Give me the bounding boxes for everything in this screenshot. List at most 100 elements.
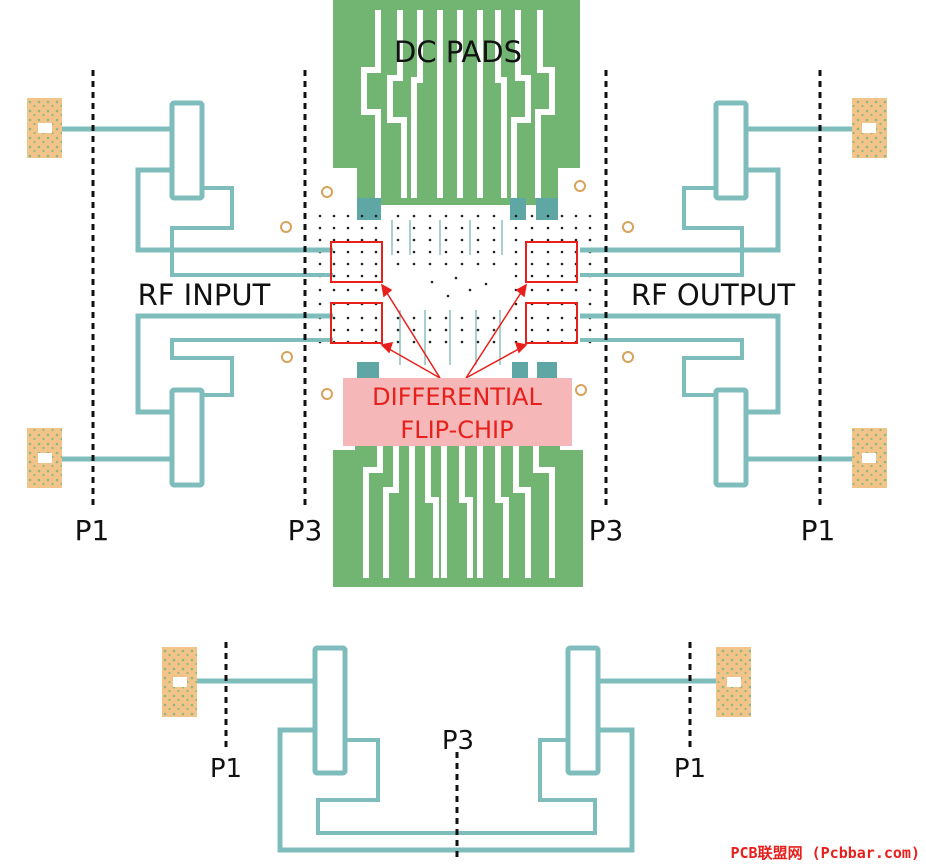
bump-dot <box>444 250 448 254</box>
bump-dot <box>332 262 336 266</box>
rf-traces <box>50 100 866 488</box>
bump-dot <box>476 250 480 254</box>
bump-dot <box>346 238 350 242</box>
bump-dot <box>346 288 350 292</box>
bottom-p1-right-label: P1 <box>674 754 706 784</box>
bump-dot <box>374 316 378 320</box>
bump-dot <box>492 316 496 320</box>
bump-dot <box>396 340 400 344</box>
bump-dot <box>332 316 336 320</box>
bump-dot <box>360 288 364 292</box>
bump-dot <box>428 214 432 218</box>
bump-dot <box>588 238 592 242</box>
bump-dot <box>360 226 364 230</box>
bump-dot <box>546 250 550 254</box>
bump-dot <box>396 226 400 230</box>
bump-dot <box>444 214 448 218</box>
bump-dot <box>360 214 364 218</box>
bump-dot <box>412 214 416 218</box>
bump-dot <box>318 328 322 332</box>
bump-dot <box>396 238 400 242</box>
bump-dot <box>346 316 350 320</box>
bump-dot <box>444 340 448 344</box>
bump-dot <box>428 226 432 230</box>
bump-dot <box>476 262 480 266</box>
port-p1-left-label: P1 <box>75 514 110 547</box>
bump-dot <box>346 274 350 278</box>
rf-pads <box>27 98 887 488</box>
bump-dot <box>444 262 448 266</box>
bump-dot <box>514 274 518 278</box>
rf-input-label: RF INPUT <box>138 278 271 312</box>
bump-dot <box>374 262 378 266</box>
bump-dot <box>318 302 322 306</box>
bump-dot <box>560 214 564 218</box>
bump-dot <box>546 316 550 320</box>
bump-dot <box>396 250 400 254</box>
bump-dot <box>428 250 432 254</box>
bump-dot <box>530 274 534 278</box>
bump-dot <box>460 250 464 254</box>
bump-dot <box>476 226 480 230</box>
bump-dot <box>460 238 464 242</box>
bump-dot <box>412 340 416 344</box>
bump-dot <box>560 328 564 332</box>
bump-dot <box>396 328 400 332</box>
bump-dot <box>332 328 336 332</box>
bump-dot <box>360 238 364 242</box>
bump-dot <box>374 238 378 242</box>
bump-dot <box>460 316 464 320</box>
bump-dot <box>476 328 480 332</box>
bump-dot <box>346 226 350 230</box>
bump-dot <box>492 226 496 230</box>
bump-dot <box>476 214 480 218</box>
rf-output-label: RF OUTPUT <box>631 278 796 312</box>
bump-dot <box>360 250 364 254</box>
bump-dot <box>318 262 322 266</box>
bump-dot <box>428 262 432 266</box>
bump-dot <box>530 316 534 320</box>
bump-dot <box>460 340 464 344</box>
bump-dot <box>332 274 336 278</box>
bump-dot <box>492 328 496 332</box>
bump-dot <box>460 262 464 266</box>
bump-dot <box>546 226 550 230</box>
bump-dot <box>460 226 464 230</box>
bump-dot <box>412 262 416 266</box>
bump-dot <box>476 340 480 344</box>
watermark-text: PCB联盟网 (Pcbbar.com) <box>731 844 921 862</box>
bottom-p3-label: P3 <box>442 726 474 756</box>
bump-dot <box>530 250 534 254</box>
flip-chip-boxes <box>330 241 578 344</box>
bump-dot <box>332 226 336 230</box>
bump-dot <box>332 214 336 218</box>
bump-dot <box>446 294 450 298</box>
bump-dot <box>574 214 578 218</box>
port-reference-lines <box>91 70 822 507</box>
bump-dot <box>514 250 518 254</box>
bump-dot <box>546 238 550 242</box>
bump-dot <box>514 238 518 242</box>
bump-dot <box>318 226 322 230</box>
bump-dot <box>444 238 448 242</box>
bump-dot <box>560 226 564 230</box>
bump-dot <box>588 214 592 218</box>
bump-dot <box>574 238 578 242</box>
bump-dot <box>428 316 432 320</box>
bump-dot <box>346 262 350 266</box>
bump-dot <box>412 226 416 230</box>
bump-dot <box>444 316 448 320</box>
port-p3-left-label: P3 <box>288 514 323 547</box>
bump-dot <box>546 288 550 292</box>
bump-dot <box>574 288 578 292</box>
bump-dot <box>546 262 550 266</box>
bump-dot <box>396 262 400 266</box>
bump-dot <box>460 214 464 218</box>
bump-dot <box>332 288 336 292</box>
bump-dot <box>560 288 564 292</box>
bump-dot <box>346 214 350 218</box>
bump-dot <box>588 226 592 230</box>
bump-dot <box>574 226 578 230</box>
bump-dot <box>514 262 518 266</box>
flip-chip-arrows <box>380 283 528 379</box>
